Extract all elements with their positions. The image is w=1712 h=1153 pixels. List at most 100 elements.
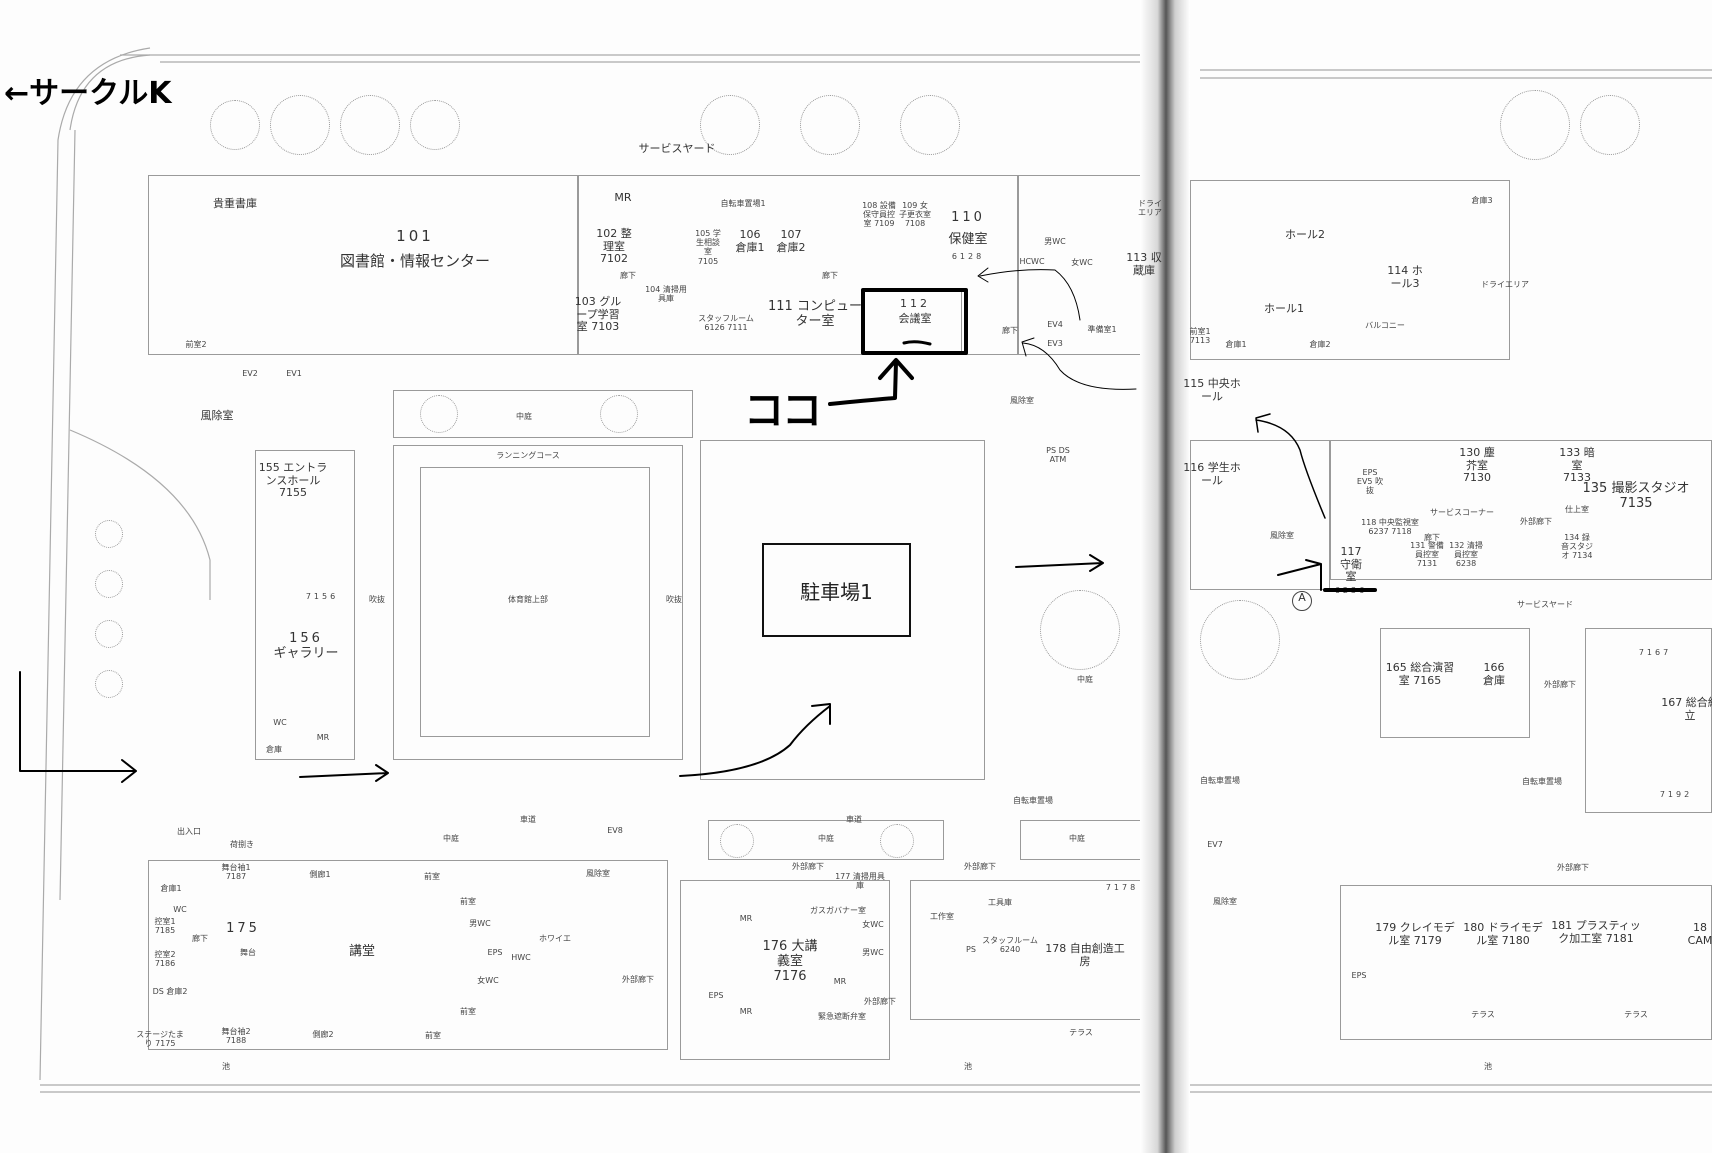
room-number: 156 [289, 631, 323, 646]
tree-icon [95, 520, 123, 548]
map-label: ドライエリア [1481, 280, 1529, 289]
tree-icon [210, 100, 260, 150]
room-label: 107 倉庫2 [776, 228, 806, 254]
room-label: 114 ホール3 [1387, 264, 1423, 290]
wc-label: WC [273, 718, 287, 727]
pond-label: 池 [222, 1062, 230, 1071]
north-rooms-building [578, 175, 1018, 355]
extension-number: 7178 [1105, 883, 1139, 892]
room-label: 風除室 [586, 869, 610, 878]
room-label: 167 総合組立 [1661, 696, 1712, 722]
room-label: スタッフルーム 6126 7111 [698, 314, 754, 333]
terrace-label: テラス [1069, 1028, 1093, 1037]
room-label: 111 コンピューター室 [768, 299, 862, 329]
extension-number: 7192 [1659, 790, 1693, 799]
corridor-label: 廊下 [1424, 533, 1440, 542]
room-label: 倉庫1 [160, 884, 182, 893]
tree-icon [880, 824, 914, 858]
foyer-label: ホワイエ [539, 934, 571, 943]
wc-label: WC [173, 905, 187, 914]
room-label: 177 清掃用具庫 [835, 872, 885, 891]
site-boundary-west [59, 54, 151, 901]
room-label: 166 倉庫 [1483, 661, 1505, 687]
extension-number: 6236 [1334, 586, 1368, 595]
auditorium-building [148, 860, 668, 1050]
room-label: 仕上室 [1565, 505, 1589, 514]
tree-icon [420, 395, 458, 433]
tree-icon [340, 95, 400, 155]
service-yard-label: サービスヤード [1517, 600, 1573, 609]
room-label: 118 中央監視室 6237 7118 [1361, 518, 1419, 537]
room-label: 風除室 [1010, 396, 1034, 405]
room-label: 風除室 [1213, 897, 1237, 906]
room-name: 図書館・情報センター [339, 252, 491, 270]
room-label: 緊急遮断弁室 [818, 1012, 866, 1021]
road-label: 車道 [520, 815, 536, 824]
tree-icon [95, 620, 123, 648]
map-label: EPS EV5 吹抜 [1356, 468, 1384, 496]
elevator-label: EV1 [286, 369, 302, 378]
corridor-label: 外部廊下 [1557, 863, 1589, 872]
courtyard-label: 中庭 [1069, 834, 1085, 843]
map-label: 貴重書庫 [213, 197, 257, 210]
corridor-label: 外部廊下 [792, 862, 824, 871]
corridor-label: 廊下 [620, 271, 636, 280]
wc-label: 女WC [862, 920, 884, 929]
corridor-label: 側廊2 [312, 1030, 334, 1039]
tree-icon [720, 824, 754, 858]
map-label: EPS [1351, 971, 1367, 980]
pond-label: 池 [964, 1062, 972, 1071]
tree-icon [95, 570, 123, 598]
room-label: 115 中央ホール [1183, 377, 1241, 403]
courtyard-strip [1020, 820, 1150, 860]
hall-building [1190, 180, 1510, 360]
corridor-label: 廊下 [822, 271, 838, 280]
terrace-label: テラス [1471, 1010, 1495, 1019]
lecture-hall-building [680, 880, 890, 1060]
map-label: MR [833, 977, 847, 986]
site-boundary-outer [39, 47, 151, 1081]
tree-icon [410, 100, 460, 150]
parking-structure [700, 440, 985, 780]
gym-upper [420, 467, 650, 737]
destination-label: ←サークルK [4, 76, 172, 111]
wc-label: 男WC [1044, 237, 1066, 246]
corridor-label: 側廊1 [309, 870, 331, 879]
corridor-label: 外部廊下 [622, 975, 654, 984]
map-label: EPS [708, 991, 724, 1000]
bicycle-parking-label: 自転車置場 [1013, 796, 1053, 805]
tree-icon [1580, 95, 1640, 155]
room-label: 倉庫2 [1309, 340, 1331, 349]
paper-fold-shadow [1140, 0, 1190, 1153]
model-rooms-building [1340, 885, 1712, 1040]
room-label: ガスガバナー室 [810, 906, 866, 915]
map-label: EPS [487, 948, 503, 957]
room-label: 133 暗室 7133 [1559, 446, 1595, 485]
gallery-building [255, 450, 355, 760]
tree-icon [1500, 90, 1570, 160]
auditorium-label: 講堂 [348, 944, 376, 959]
room-label: 舞台袖2 7188 [221, 1027, 251, 1046]
corridor-label: 外部廊下 [864, 997, 896, 1006]
wc-label: 男WC [862, 948, 884, 957]
tree-icon [700, 95, 760, 155]
room-label: 倉庫 [266, 745, 282, 754]
atrium-label: 吹抜 [369, 595, 385, 604]
map-label: MR [739, 914, 753, 923]
elevator-label: EV8 [607, 826, 623, 835]
running-course-label: ランニングコース [496, 451, 560, 460]
room-label: 113 収蔵庫 [1126, 251, 1162, 277]
tree-icon [95, 670, 123, 698]
corridor-label: 廊下 [1002, 326, 1018, 335]
corridor-label: 外部廊下 [1544, 680, 1576, 689]
room-label: 倉庫1 [1225, 340, 1247, 349]
tree-icon [270, 95, 330, 155]
room-label: 135 撮影スタジオ 7135 [1582, 481, 1690, 511]
room-name-meeting-room: 会議室 [898, 312, 932, 325]
gym-building [393, 445, 683, 760]
room-label: 風除室 [200, 409, 234, 422]
elevator-label: EV4 [1047, 320, 1063, 329]
room-label: 前室2 [185, 340, 207, 349]
room-number: 175 [226, 921, 260, 936]
